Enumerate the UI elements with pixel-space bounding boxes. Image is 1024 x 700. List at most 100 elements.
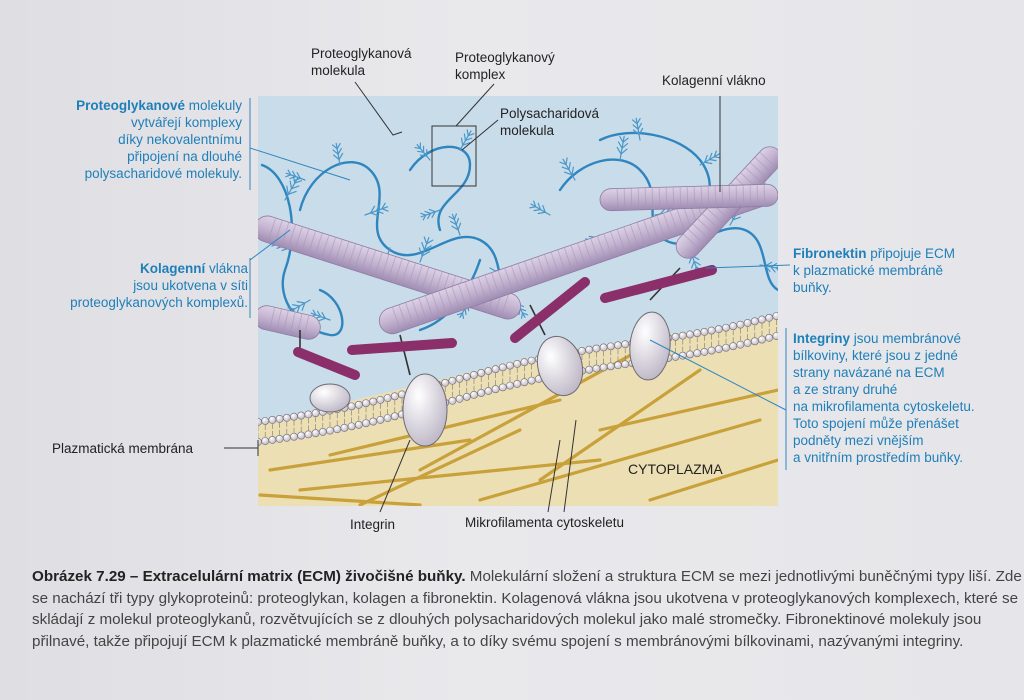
blue-leader-lines [249, 98, 791, 470]
lipid-head [513, 379, 522, 388]
lipid-head [614, 361, 622, 370]
lipid-head [455, 374, 464, 383]
microfilament [258, 493, 422, 506]
lipid-head [354, 400, 363, 409]
lipid-head [376, 415, 385, 424]
branch-twig [461, 312, 465, 319]
lipid-head [686, 350, 694, 359]
branch-twig [431, 211, 436, 218]
branch-twig [637, 122, 642, 130]
branch-twig [287, 307, 296, 310]
lipid-head [290, 412, 298, 421]
lipid-head [369, 397, 378, 406]
figure-caption: Obrázek 7.29 – Extracelulární matrix (EC… [32, 566, 1022, 652]
branch-twig [427, 212, 432, 220]
lipid-head [750, 337, 759, 346]
branch-twig [732, 216, 741, 221]
lipid-head [261, 417, 270, 425]
lipid-head [714, 325, 723, 334]
branch-twig [542, 204, 546, 213]
branch-twig [287, 190, 297, 195]
microfilament [268, 438, 472, 472]
lipid-head [383, 414, 392, 423]
lipid-head [506, 361, 514, 370]
microfilament [298, 458, 602, 492]
lipid-head [311, 409, 320, 418]
branch-twig [619, 136, 624, 143]
branch-twig [464, 137, 473, 142]
lipid-head [614, 341, 622, 350]
branch-twig [419, 154, 428, 157]
lipid-head [340, 423, 349, 432]
microfilament [598, 388, 778, 432]
branch-twig [289, 180, 293, 190]
branch-twig [713, 156, 721, 159]
branch-twig [428, 208, 436, 213]
branch-twig [638, 127, 644, 136]
lipid-head [707, 326, 716, 335]
branch-twig [704, 161, 713, 165]
branch-twig [375, 210, 384, 214]
lipid-head [261, 437, 270, 445]
lipid-head [758, 315, 766, 324]
lipid-head [592, 364, 601, 373]
branch-twig [287, 169, 292, 176]
lipid-head [462, 372, 471, 381]
lipid-head [491, 365, 500, 374]
branch-twig [775, 267, 778, 271]
branch-twig [381, 202, 386, 210]
lipid-head [376, 395, 385, 404]
branch-twig [291, 304, 301, 307]
lipid-head [347, 402, 356, 411]
lipid-head [441, 378, 450, 387]
branch-twig [336, 142, 341, 150]
branch-twig [632, 124, 639, 130]
lipid-head [326, 426, 334, 435]
lipid-head [282, 433, 291, 442]
lipid-head [297, 411, 306, 420]
branch-twig [466, 129, 469, 137]
lipid-head [304, 410, 313, 419]
branch-twig [533, 200, 537, 208]
branch-twig [571, 166, 574, 176]
branch-twig [321, 312, 326, 319]
branch-twig [370, 205, 376, 214]
branch-twig [533, 208, 542, 212]
lipid-head [275, 434, 284, 443]
lipid-head [462, 392, 471, 401]
branch-twig [449, 220, 457, 226]
branch-twig [296, 305, 301, 314]
branch-twig [424, 210, 432, 215]
branch-twig [463, 133, 467, 142]
branch-twig [422, 214, 427, 221]
branch-twig [453, 213, 457, 221]
lipid-head [678, 331, 687, 340]
lipid-head [290, 432, 298, 441]
branch-twig [296, 301, 306, 304]
lipid-head [772, 312, 778, 320]
integrin [536, 335, 584, 397]
label-cytoplasm: CYTOPLAZMA [628, 461, 723, 477]
branch-twig [467, 133, 475, 137]
branch-twig [423, 245, 432, 251]
lipid-head [470, 370, 478, 379]
lipid-head [714, 345, 723, 354]
branch-twig [457, 222, 462, 231]
ecm-diagram [224, 81, 791, 513]
branch-twig [568, 161, 571, 171]
branch-twig [318, 317, 326, 322]
lipid-head [729, 342, 738, 351]
branch-twig [423, 236, 428, 245]
lipid-head [506, 381, 514, 390]
lipid-head [585, 345, 594, 354]
branch-twig [561, 166, 570, 171]
lipid-head [772, 332, 778, 340]
lipid-head [693, 349, 702, 358]
branch-twig [616, 146, 622, 155]
branch-twig [290, 185, 300, 190]
caption-text: Molekulární složení a struktura ECM se m… [32, 568, 1022, 650]
lipid-head [318, 428, 327, 436]
note-integrins: Integriny jsou membránové bílkoviny, kte… [793, 331, 975, 465]
microfilament [328, 398, 562, 457]
